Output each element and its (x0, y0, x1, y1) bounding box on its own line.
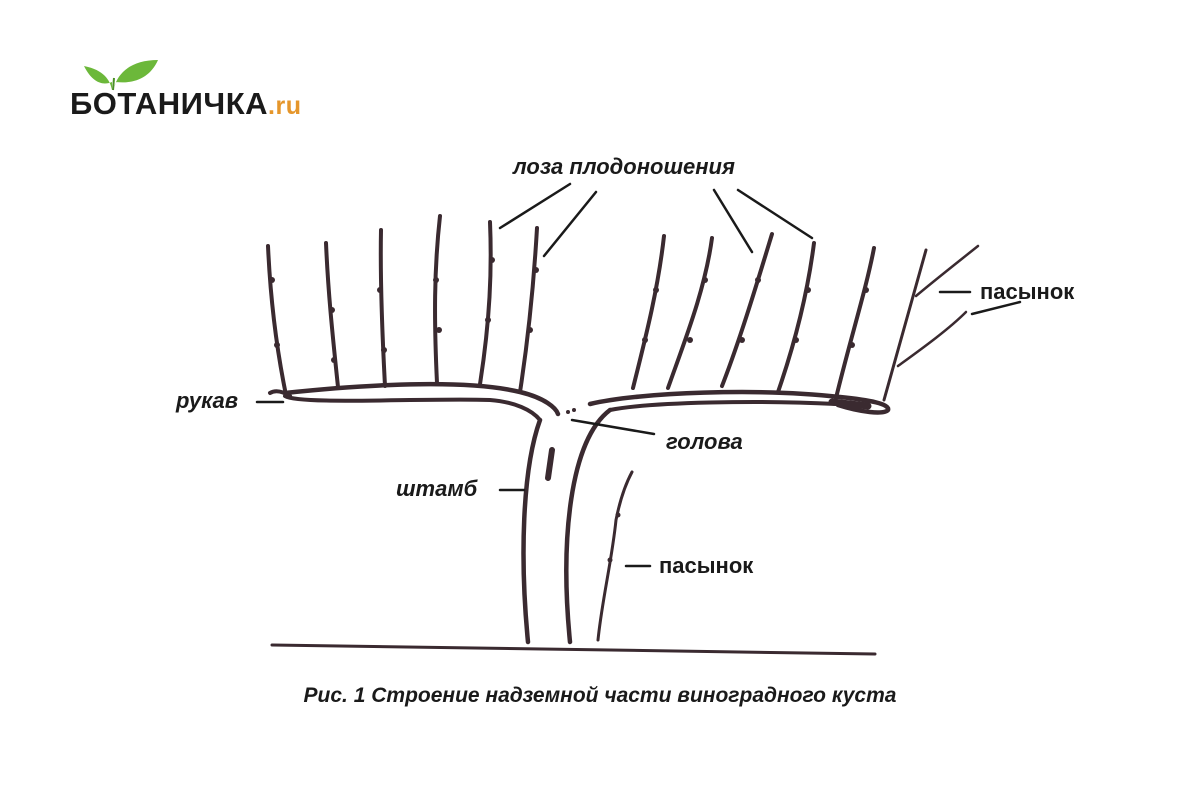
fruiting-shoot (720, 232, 774, 388)
stepson-top-branch (914, 244, 980, 298)
trunk-left-edge (521, 417, 543, 645)
fruiting-shoot (518, 226, 539, 394)
logo-text-suffix: .ru (268, 92, 302, 120)
pointer-line-stepson-top (970, 300, 1022, 316)
bud (377, 287, 383, 293)
label-fruiting-vine: лоза плодоношения (513, 154, 735, 179)
bud (485, 317, 491, 323)
bud (653, 287, 659, 293)
stepson-top-branch (896, 310, 968, 368)
pointer-line-fruiting-vine (498, 182, 572, 230)
fruiting-shoot (478, 220, 493, 386)
bud (433, 277, 439, 283)
bud (805, 287, 811, 293)
bud (739, 337, 745, 343)
pointer-line-fruiting-vine (542, 190, 598, 258)
fruiting-shoot (324, 241, 340, 389)
label-trunk: штамб (396, 476, 478, 501)
sleeve-right-bottom (608, 400, 838, 412)
sleeve-left-tip (268, 389, 292, 398)
bud (849, 342, 855, 348)
bud (489, 257, 495, 263)
pointer-line-fruiting-vine (736, 188, 814, 240)
bud (607, 557, 613, 563)
label-sleeve: рукав (176, 388, 239, 413)
fruiting-shoot (834, 246, 876, 400)
bud (702, 277, 708, 283)
stepson-top-stem (882, 248, 928, 402)
bud (687, 337, 693, 343)
pointer-line-fruiting-vine (712, 188, 754, 254)
sleeve-left-top (282, 381, 561, 417)
label-stepson-bottom: пасынок (659, 553, 754, 578)
fruiting-shoot (266, 244, 287, 392)
figure-caption: Рис. 1 Строение надземной части виноград… (303, 684, 897, 707)
bud (755, 277, 761, 283)
logo-wordmark: БОТАНИЧКА.ru (70, 86, 301, 122)
bud (381, 347, 387, 353)
label-stepson-top: пасынок (980, 279, 1075, 304)
fruiting-shoot (631, 234, 666, 390)
sleeve-right-top (587, 389, 891, 415)
pointer-line-head (570, 418, 656, 436)
stepson-bottom-stem (596, 470, 634, 642)
bud (863, 287, 869, 293)
ground-line (270, 643, 877, 656)
bud (269, 277, 275, 283)
logo-text-main: БОТАНИЧКА (70, 86, 269, 121)
fruiting-shoot (433, 214, 442, 385)
trunk-bark-mark (545, 447, 555, 481)
fruiting-shoot (666, 236, 714, 390)
bud (331, 357, 337, 363)
bud (615, 512, 621, 518)
bud (329, 307, 335, 313)
head-dot (572, 408, 576, 412)
bud (793, 337, 799, 343)
sleeve-right-knot (828, 398, 872, 410)
bud (527, 327, 533, 333)
fruiting-shoot (378, 228, 387, 388)
fruiting-shoot (776, 241, 816, 394)
bud (642, 337, 648, 343)
bud (533, 267, 539, 273)
bud (274, 342, 280, 348)
label-head: голова (666, 429, 743, 454)
sprout-icon (84, 60, 158, 91)
site-logo[interactable]: БОТАНИЧКА.ru (70, 52, 330, 122)
sleeve-left-bottom (283, 394, 542, 422)
head-dot (566, 410, 570, 414)
bud (436, 327, 442, 333)
